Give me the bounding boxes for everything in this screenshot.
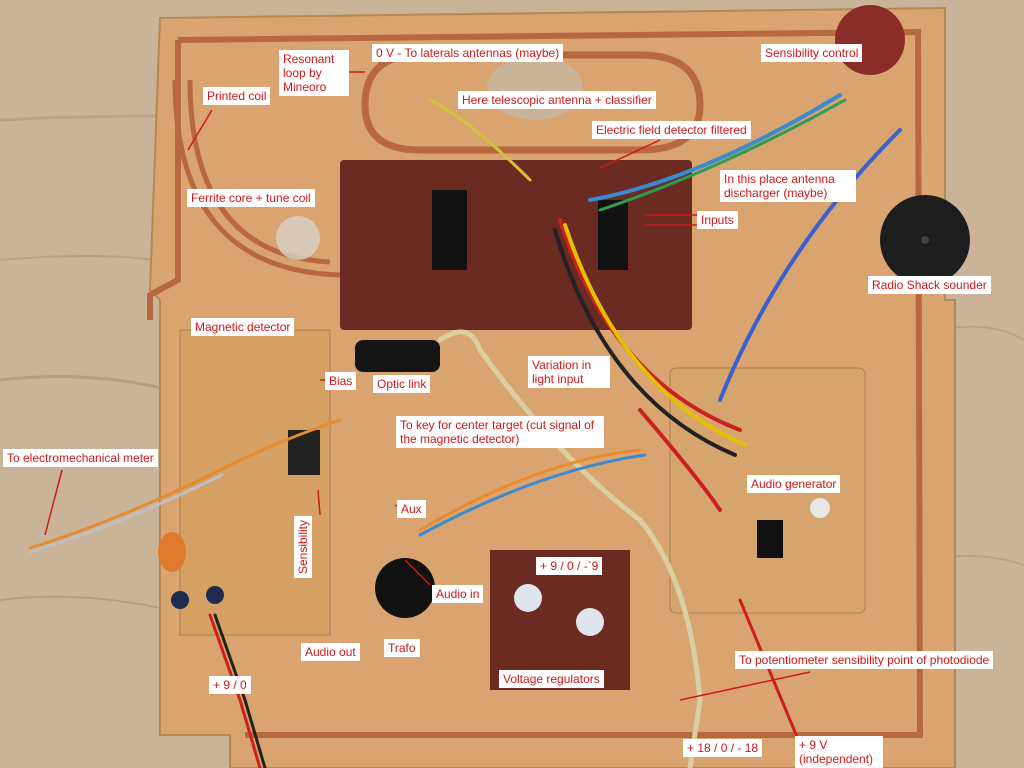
label-audio-out: Audio out xyxy=(301,643,360,661)
label-inputs: Inputs xyxy=(697,211,738,229)
label-laterals: 0 V - To laterals antennas (maybe) xyxy=(372,44,564,62)
label-optic: Optic link xyxy=(373,375,431,393)
label-plus9-independent: + 9 V (independent) xyxy=(795,736,883,768)
label-sensibility-control: Sensibility control xyxy=(761,44,863,62)
wires xyxy=(28,93,902,768)
label-ferrite: Ferrite core + tune coil xyxy=(187,189,315,207)
label-pointer-lines xyxy=(44,71,811,701)
detector-board xyxy=(340,160,692,330)
label-aux: Aux xyxy=(397,500,426,518)
label-variation: Variation in light input xyxy=(528,356,610,388)
label-sounder: Radio Shack sounder xyxy=(868,276,991,294)
label-meter: To electromechanical meter xyxy=(3,449,158,467)
label-audio-generator: Audio generator xyxy=(747,475,841,493)
label-discharger: In this place antenna discharger (maybe) xyxy=(720,170,856,202)
label-trafo: Trafo xyxy=(384,639,420,657)
label-audio-in: Audio in xyxy=(432,585,484,603)
label-telescopic: Here telescopic antenna + classifier xyxy=(458,91,656,109)
label-plus18: + 18 / 0 / - 18 xyxy=(683,739,763,757)
label-resonant-loop: Resonant loop by Mineoro xyxy=(279,50,349,96)
label-photodiode: To potentiometer sensibility point of ph… xyxy=(735,651,994,669)
label-bias: Bias xyxy=(325,372,357,390)
label-magnetic: Magnetic detector xyxy=(191,318,295,336)
label-voltage-regulators: Voltage regulators xyxy=(499,670,604,688)
label-printed-coil: Printed coil xyxy=(203,87,271,105)
label-plus9-0-minus9: + 9 / 0 / -`9 xyxy=(536,557,603,575)
label-sensibility: Sensibility xyxy=(294,515,313,579)
magnetic-board xyxy=(179,329,331,636)
label-efield: Electric field detector filtered xyxy=(592,121,751,139)
label-center-target: To key for center target (cut signal of … xyxy=(396,416,604,448)
label-plus9-0: + 9 / 0 xyxy=(209,676,251,694)
